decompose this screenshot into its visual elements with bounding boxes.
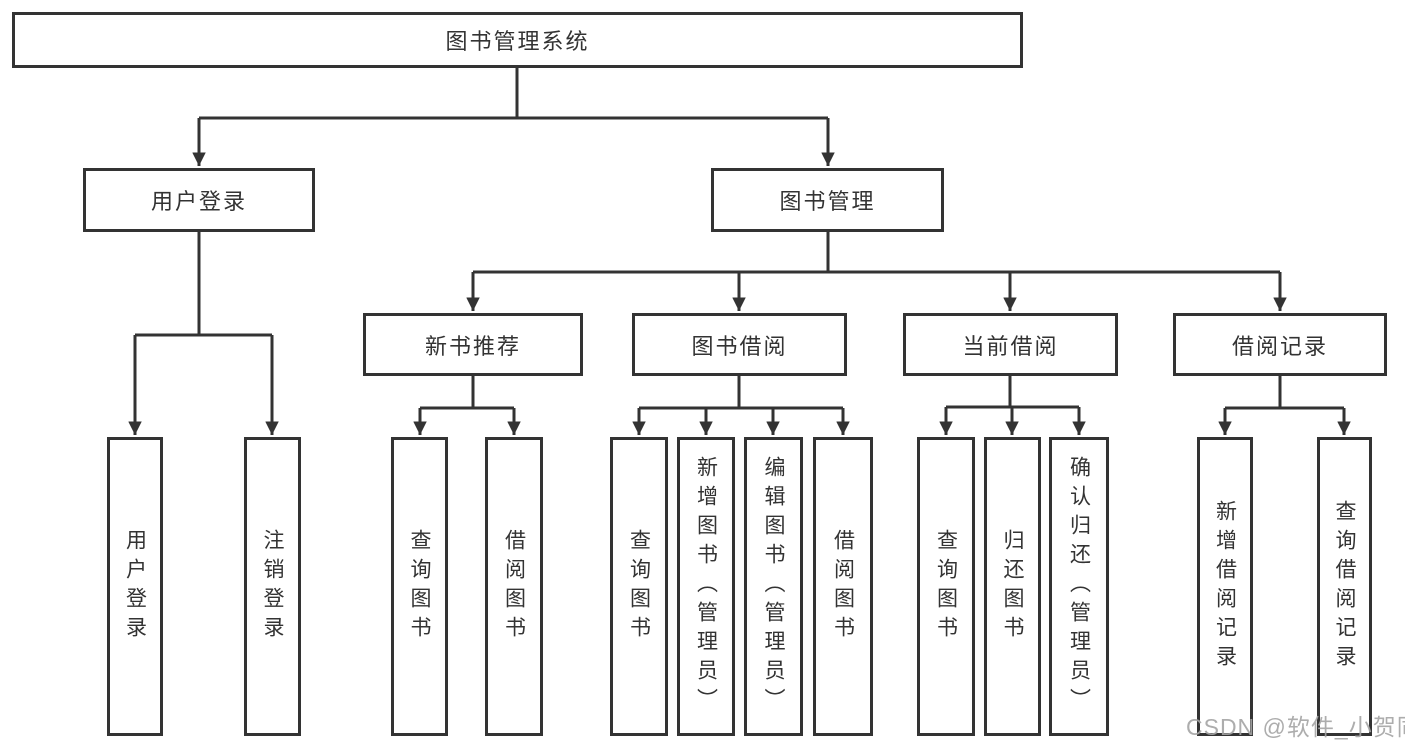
leaf-query-books-borrow-label: 查询图书 xyxy=(627,528,651,645)
node-borrow-records-label: 借阅记录 xyxy=(1231,333,1328,359)
node-user-login-label: 用户登录 xyxy=(150,189,247,214)
leaf-return-book-label: 归还图书 xyxy=(1001,528,1024,645)
leaf-query-borrow-record: 查询借阅记录 xyxy=(1317,437,1372,736)
leaf-query-borrow-record-label: 查询借阅记录 xyxy=(1333,499,1356,674)
leaf-add-borrow-record-label: 新增借阅记录 xyxy=(1213,499,1237,674)
node-current-borrow: 当前借阅 xyxy=(903,313,1118,376)
node-book-borrow-label: 图书借阅 xyxy=(691,333,788,359)
leaf-query-books-current-label: 查询图书 xyxy=(934,528,958,645)
node-book-management-label: 图书管理 xyxy=(779,189,876,214)
leaf-user-login-label: 用户登录 xyxy=(123,528,147,645)
leaf-return-book: 归还图书 xyxy=(984,437,1041,736)
node-borrow-records: 借阅记录 xyxy=(1173,313,1387,376)
leaf-confirm-return-admin: 确认归还（管理员） xyxy=(1049,437,1109,736)
leaf-add-book-admin: 新增图书（管理员） xyxy=(677,437,735,736)
csdn-watermark: CSDN @软件_小贺同学 xyxy=(1186,714,1405,740)
node-new-book-recommend-label: 新书推荐 xyxy=(424,333,521,359)
node-book-management: 图书管理 xyxy=(711,168,944,232)
leaf-confirm-return-admin-label: 确认归还（管理员） xyxy=(1067,456,1091,717)
leaf-edit-book-admin: 编辑图书（管理员） xyxy=(744,437,803,736)
node-current-borrow-label: 当前借阅 xyxy=(962,333,1059,359)
node-new-book-recommend: 新书推荐 xyxy=(363,313,583,376)
leaf-borrow-books-2: 借阅图书 xyxy=(813,437,873,736)
node-root-label: 图书管理系统 xyxy=(445,29,590,54)
leaf-logout-label: 注销登录 xyxy=(261,528,284,645)
node-book-borrow: 图书借阅 xyxy=(632,313,847,376)
node-user-login: 用户登录 xyxy=(83,168,315,232)
leaf-query-books-recommend-label: 查询图书 xyxy=(408,528,431,645)
leaf-borrow-books-recommend-label: 借阅图书 xyxy=(502,528,526,645)
leaf-query-books-current: 查询图书 xyxy=(917,437,975,736)
leaf-add-borrow-record: 新增借阅记录 xyxy=(1197,437,1253,736)
leaf-query-books-borrow: 查询图书 xyxy=(610,437,668,736)
leaf-user-login: 用户登录 xyxy=(107,437,163,736)
leaf-borrow-books-2-label: 借阅图书 xyxy=(831,528,855,645)
node-root: 图书管理系统 xyxy=(12,12,1023,68)
leaf-add-book-admin-label: 新增图书（管理员） xyxy=(694,456,718,717)
leaf-query-books-recommend: 查询图书 xyxy=(391,437,448,736)
leaf-logout: 注销登录 xyxy=(244,437,301,736)
leaf-borrow-books-recommend: 借阅图书 xyxy=(485,437,543,736)
leaf-edit-book-admin-label: 编辑图书（管理员） xyxy=(762,456,785,717)
